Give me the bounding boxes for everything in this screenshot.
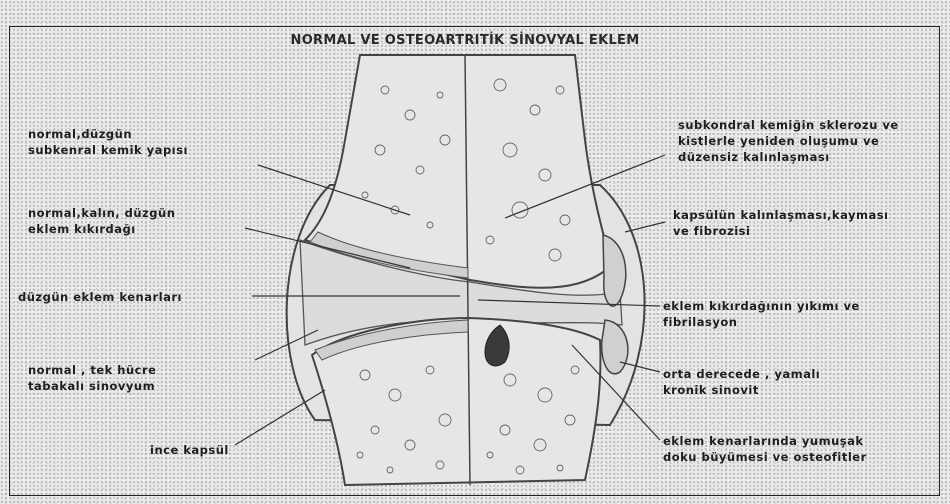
label-line: tabakalı sinovyum	[28, 378, 156, 394]
label-cartilage-destruction: eklem kıkırdağının yıkımı ve fibrilasyon	[663, 298, 860, 330]
label-line: normal , tek hücre	[28, 362, 156, 378]
leader-capsule-oa	[625, 222, 665, 232]
label-line: eklem kıkırdağının yıkımı ve	[663, 298, 860, 314]
label-line: eklem kenarlarında yumuşak	[663, 433, 867, 449]
label-line: doku büyümesi ve osteofitler	[663, 449, 867, 465]
leader-capsule	[235, 390, 325, 445]
label-subchondral-normal: normal,düzgün subkenral kemik yapısı	[28, 126, 188, 158]
label-line: subkondral kemiğin sklerozu ve	[678, 117, 899, 133]
label-line: subkenral kemik yapısı	[28, 142, 188, 158]
label-osteophytes: eklem kenarlarında yumuşak doku büyümesi…	[663, 433, 867, 465]
label-line: kronik sinovit	[663, 382, 820, 398]
label-line: ve fibrozisi	[673, 223, 889, 239]
label-line: fibrilasyon	[663, 314, 860, 330]
label-line: orta derecede , yamalı	[663, 366, 820, 382]
label-cartilage-normal: normal,kalın, düzgün eklem kıkırdağı	[28, 205, 175, 237]
label-capsule-thin: ince kapsül	[150, 442, 229, 458]
label-line: düzgün eklem kenarları	[18, 289, 182, 305]
label-line: kapsülün kalınlaşması,kayması	[673, 207, 889, 223]
label-line: eklem kıkırdağı	[28, 221, 175, 237]
label-line: kistlerle yeniden oluşumu ve	[678, 133, 899, 149]
diagram-title: NORMAL VE OSTEOARTRITİK SİNOVYAL EKLEM	[0, 33, 930, 48]
label-capsule-thickening: kapsülün kalınlaşması,kayması ve fibrozi…	[673, 207, 889, 239]
label-line: düzensiz kalınlaşması	[678, 149, 899, 165]
label-subchondral-sclerosis: subkondral kemiğin sklerozu ve kistlerle…	[678, 117, 899, 165]
label-line: normal,düzgün	[28, 126, 188, 142]
label-synovium-normal: normal , tek hücre tabakalı sinovyum	[28, 362, 156, 394]
label-line: normal,kalın, düzgün	[28, 205, 175, 221]
label-joint-margin-smooth: düzgün eklem kenarları	[18, 289, 182, 305]
label-synovitis: orta derecede , yamalı kronik sinovit	[663, 366, 820, 398]
label-line: ince kapsül	[150, 442, 229, 458]
